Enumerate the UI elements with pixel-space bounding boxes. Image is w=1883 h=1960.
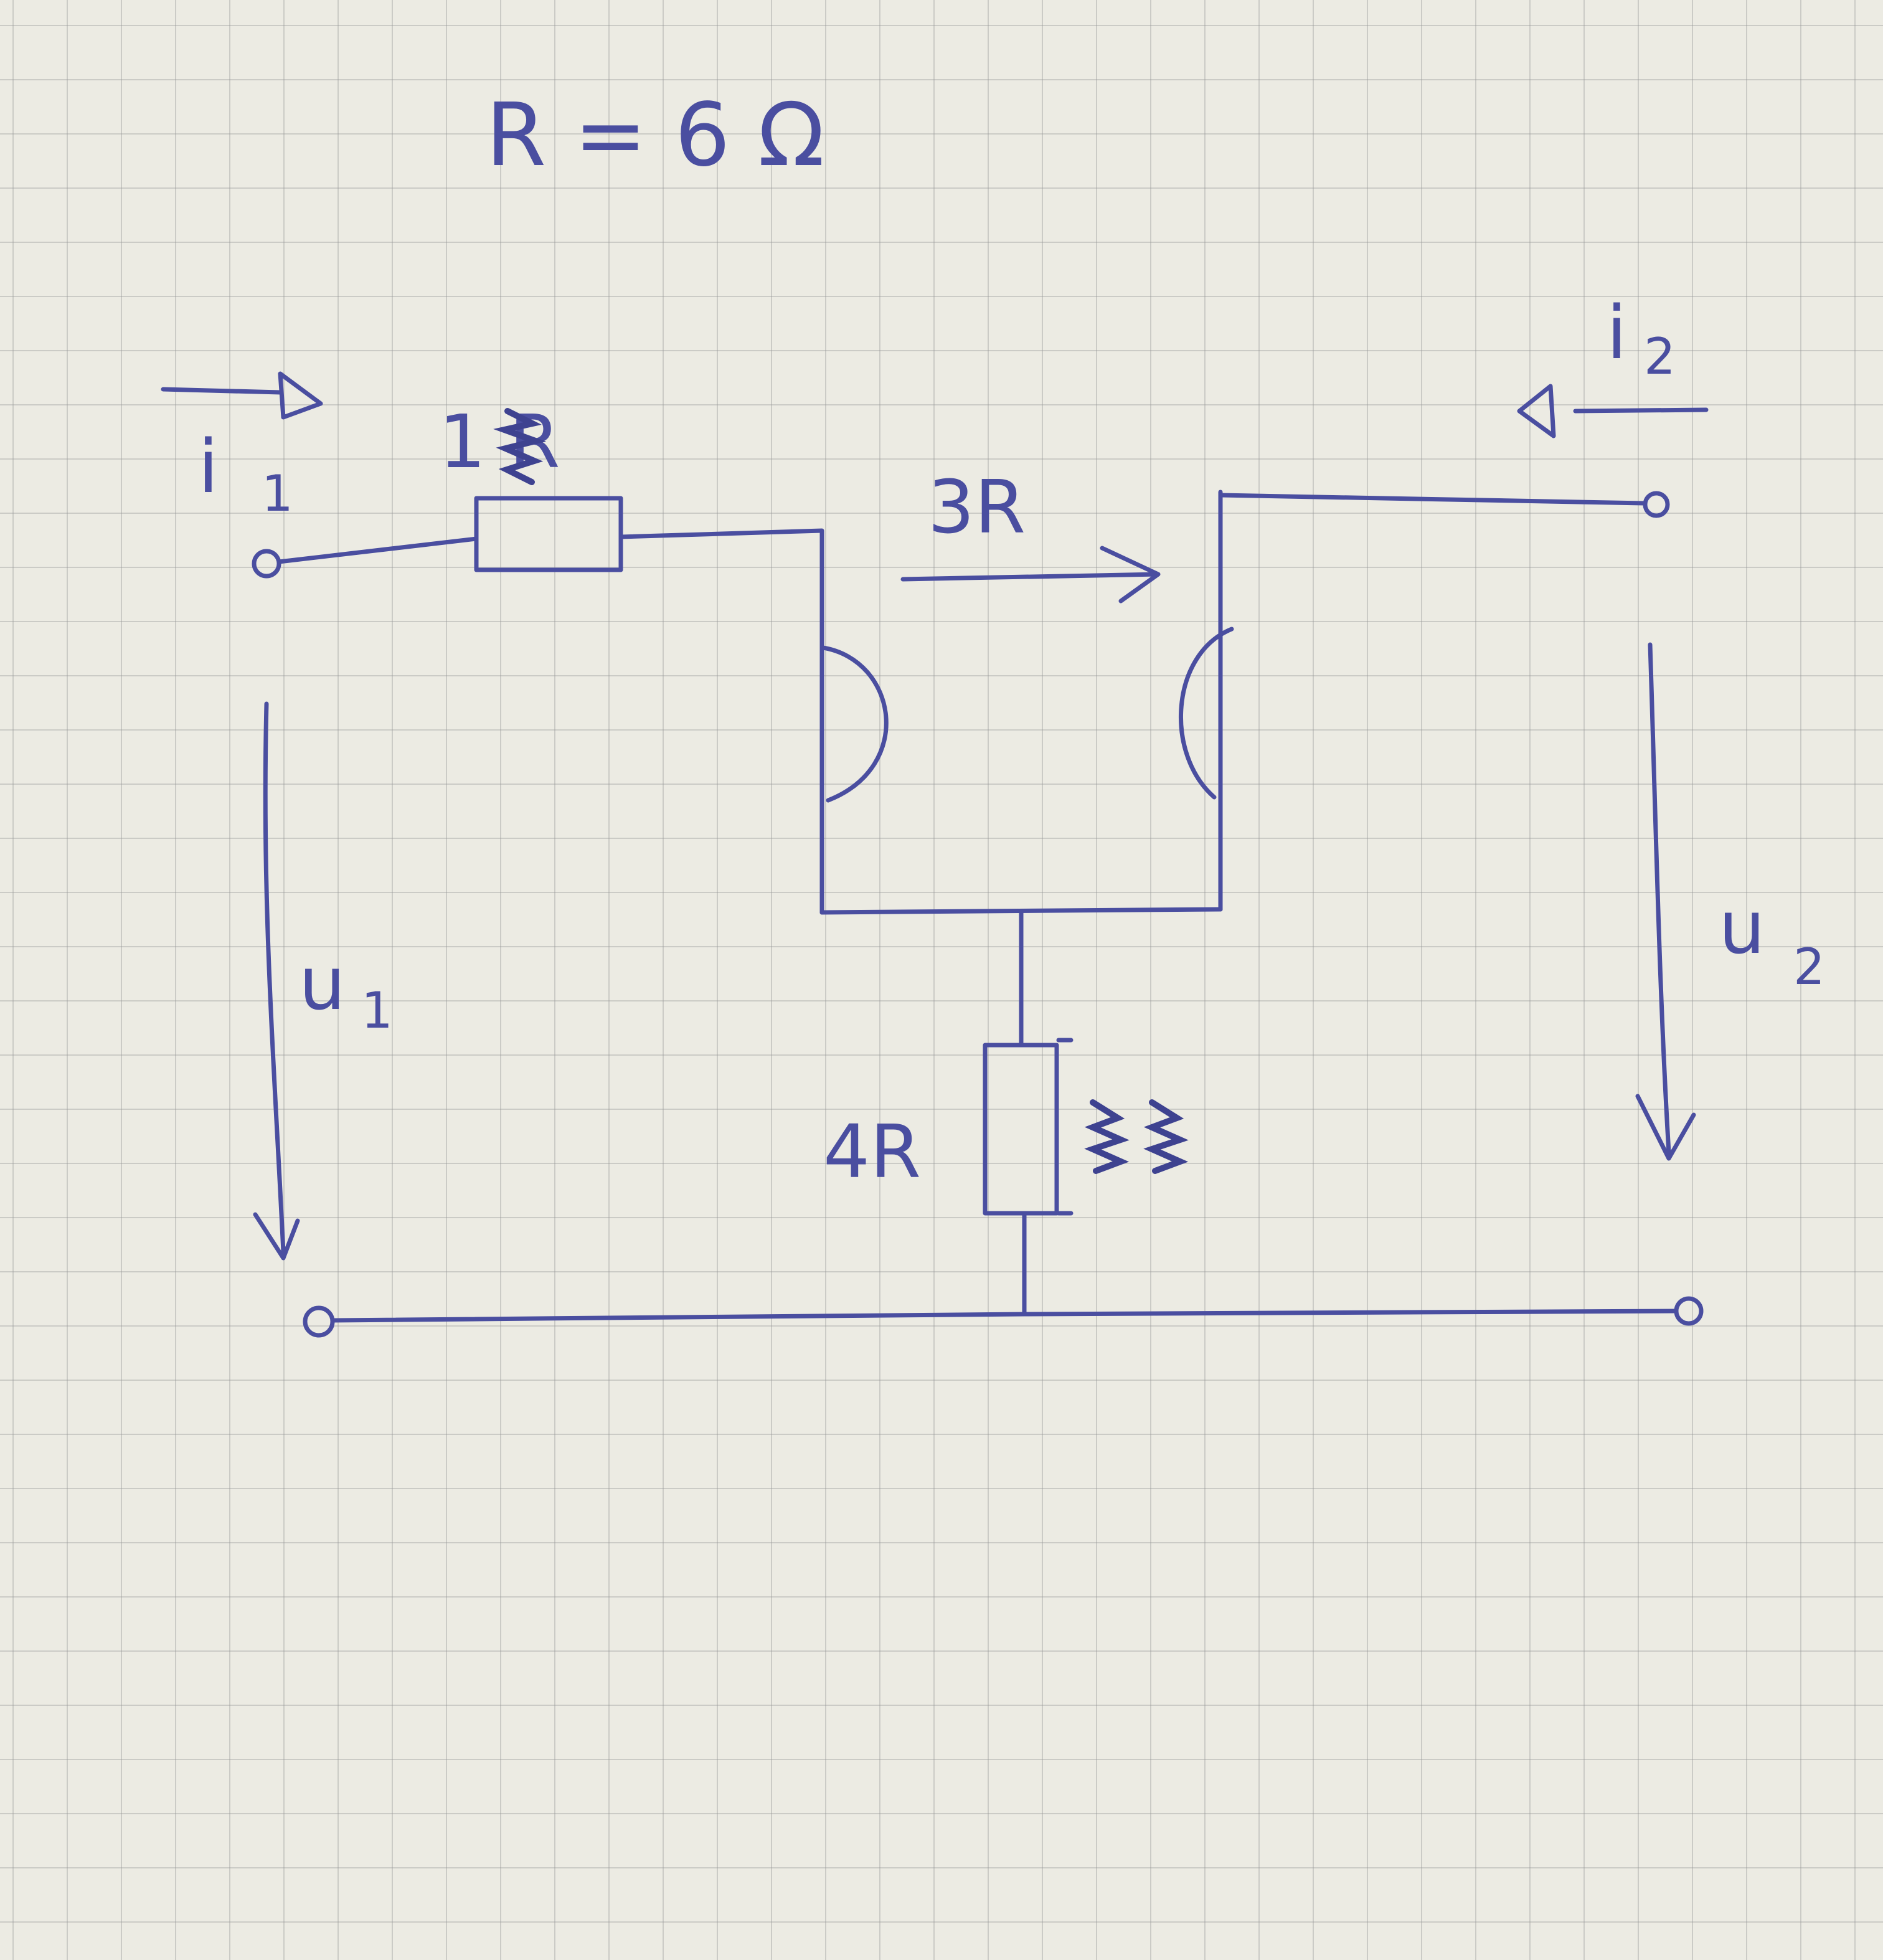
title-label: R = 6 Ω (486, 85, 824, 186)
i1-arrow (161, 387, 283, 395)
i1-label: i (198, 424, 219, 509)
u2-subscript: 2 (1793, 938, 1825, 996)
resistor-r1 (474, 496, 623, 572)
u2-arrow (1635, 642, 1696, 1161)
input-terminal-top (252, 549, 281, 579)
r3-label: 3R (928, 464, 1026, 550)
u1-label: u (299, 940, 346, 1026)
r3-arrow (900, 546, 1161, 604)
wire-r1-to-node (618, 528, 824, 915)
output-terminal-bottom (1674, 1296, 1704, 1326)
resistor-r4 (983, 1043, 1059, 1216)
r4-label: 4R (823, 1109, 921, 1195)
left-arc (821, 645, 889, 803)
i1-subscript: 1 (262, 465, 293, 523)
input-terminal-bottom (303, 1305, 335, 1338)
i2-subscript: 2 (1644, 328, 1676, 386)
u1-arrow (253, 701, 300, 1261)
right-arc (1178, 627, 1234, 800)
wire-input-to-r1 (276, 536, 479, 564)
i2-arrowhead (1517, 384, 1556, 438)
i1-arrowhead (278, 371, 323, 420)
i2-label: i (1607, 290, 1627, 376)
u1-subscript: 1 (361, 982, 393, 1039)
wire-to-output-top (1218, 493, 1646, 506)
r1-crossout-scribble (493, 408, 547, 485)
bottom-rail (331, 1309, 1678, 1323)
u2-label: u (1719, 884, 1765, 970)
r4-extra-edge (1056, 1038, 1074, 1216)
i2-arrow (1573, 407, 1709, 414)
r4-crossout-scribble (1084, 1099, 1189, 1174)
output-terminal-top (1643, 491, 1670, 518)
